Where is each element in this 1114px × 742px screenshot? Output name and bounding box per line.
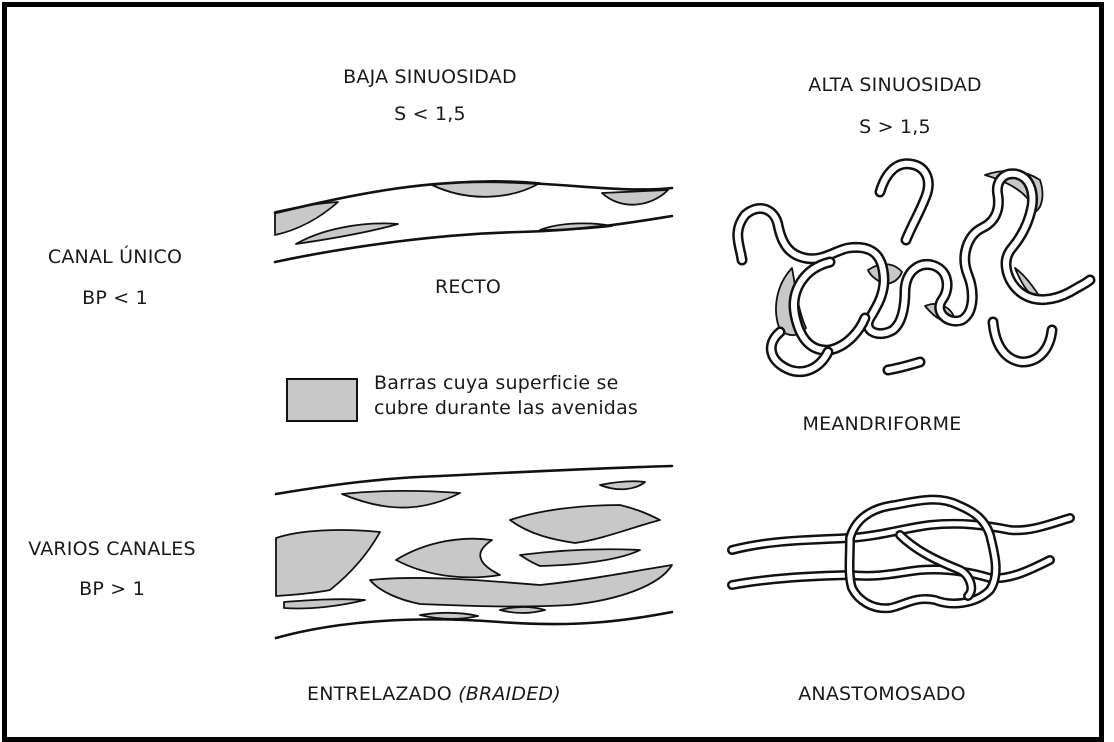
meandering-channel-diagram xyxy=(738,164,1090,372)
braided-upper-bank xyxy=(276,466,672,494)
straight-lower-bank xyxy=(275,216,672,262)
braided-bar-3 xyxy=(396,539,500,578)
braided-bar-8 xyxy=(284,599,365,608)
anastomosing-channel-diagram xyxy=(732,500,1070,609)
straight-bar-3 xyxy=(602,190,668,205)
braided-bar-1 xyxy=(276,530,380,596)
braided-bar-5 xyxy=(600,481,645,489)
braided-bar-9 xyxy=(500,607,545,613)
straight-channel-diagram xyxy=(275,181,672,262)
braided-bar-4 xyxy=(510,505,660,543)
braided-bar-7 xyxy=(520,549,640,566)
braided-bar-2 xyxy=(342,491,460,508)
meander-lower-inner xyxy=(794,262,865,350)
braided-bar-6 xyxy=(370,565,672,607)
braided-channel-diagram xyxy=(276,466,672,638)
straight-bar-4 xyxy=(296,223,398,244)
